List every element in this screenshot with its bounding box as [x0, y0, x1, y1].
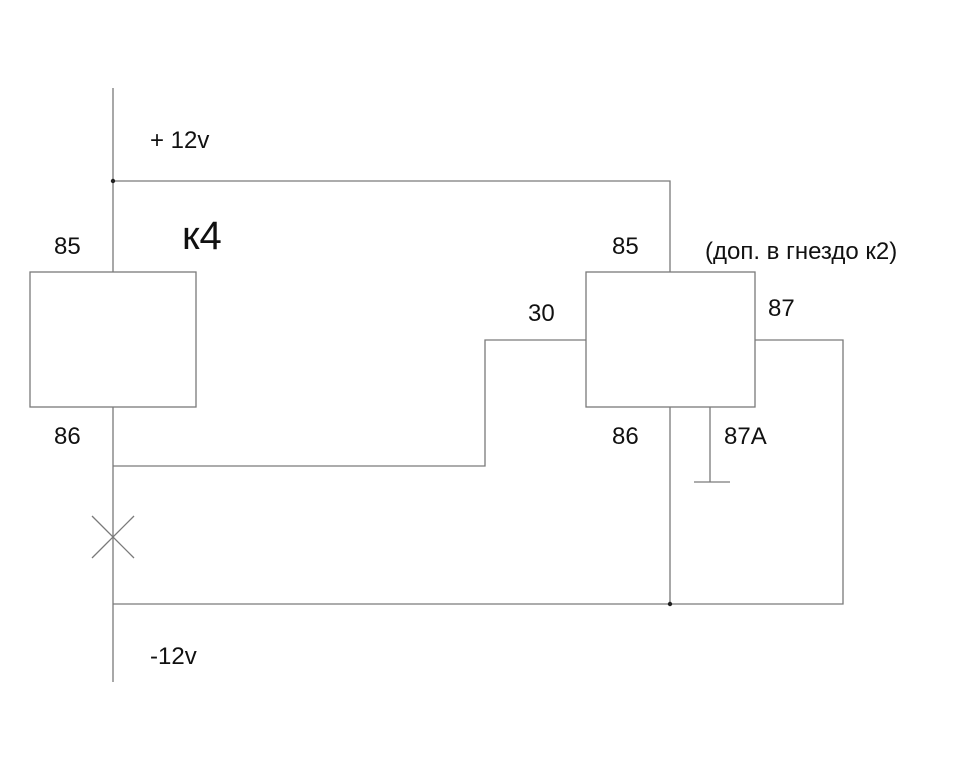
negative-supply-wire — [113, 339, 844, 605]
wire-cut-mark-cross — [91, 515, 135, 559]
label-relay2-pin86: 86 — [612, 423, 639, 450]
junction-dot-positive — [110, 178, 116, 184]
label-supply-negative: -12v — [150, 643, 197, 670]
label-k4-pin85: 85 — [54, 233, 81, 260]
label-relay2-pin30: 30 — [528, 300, 555, 327]
label-k4-pin86: 86 — [54, 423, 81, 450]
label-supply-positive: + 12v — [150, 127, 209, 154]
relay-k4-box — [29, 271, 197, 408]
label-relay-k4: к4 — [182, 214, 222, 258]
k4-to-pin30-wire — [113, 339, 586, 467]
label-relay2-pin87a: 87A — [724, 423, 767, 450]
label-relay2-pin87: 87 — [768, 295, 795, 322]
positive-supply-wire — [113, 180, 671, 272]
label-relay2-pin85: 85 — [612, 233, 639, 260]
relay2-box — [585, 271, 756, 408]
label-relay2-note: (доп. в гнездо к2) — [705, 238, 897, 265]
junction-dot-negative — [667, 601, 673, 607]
